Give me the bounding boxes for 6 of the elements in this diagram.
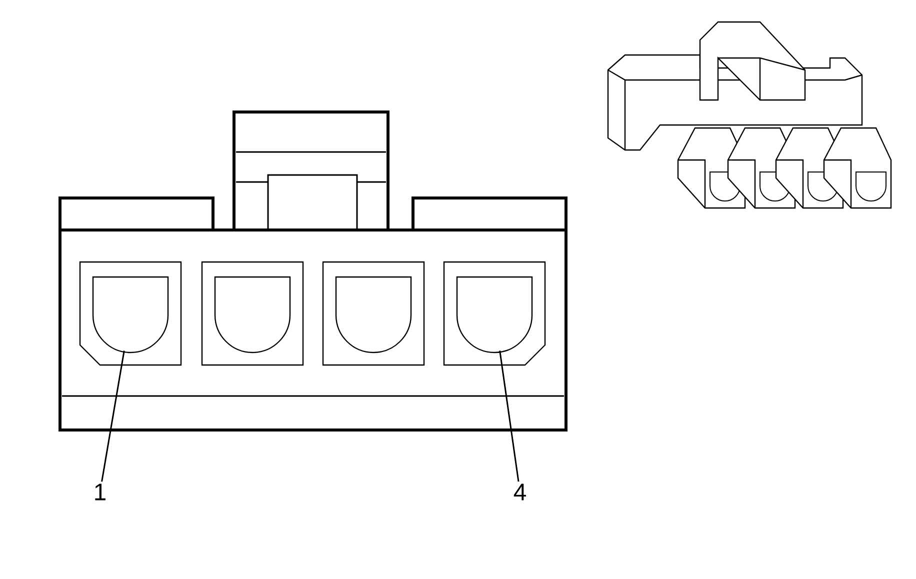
terminal-cavity bbox=[92, 276, 169, 354]
terminal-cavity bbox=[456, 276, 533, 354]
leader-line bbox=[499, 350, 520, 482]
callout-number: 4 bbox=[514, 484, 526, 500]
leader-line bbox=[101, 350, 125, 482]
callout-number: 1 bbox=[95, 484, 106, 500]
